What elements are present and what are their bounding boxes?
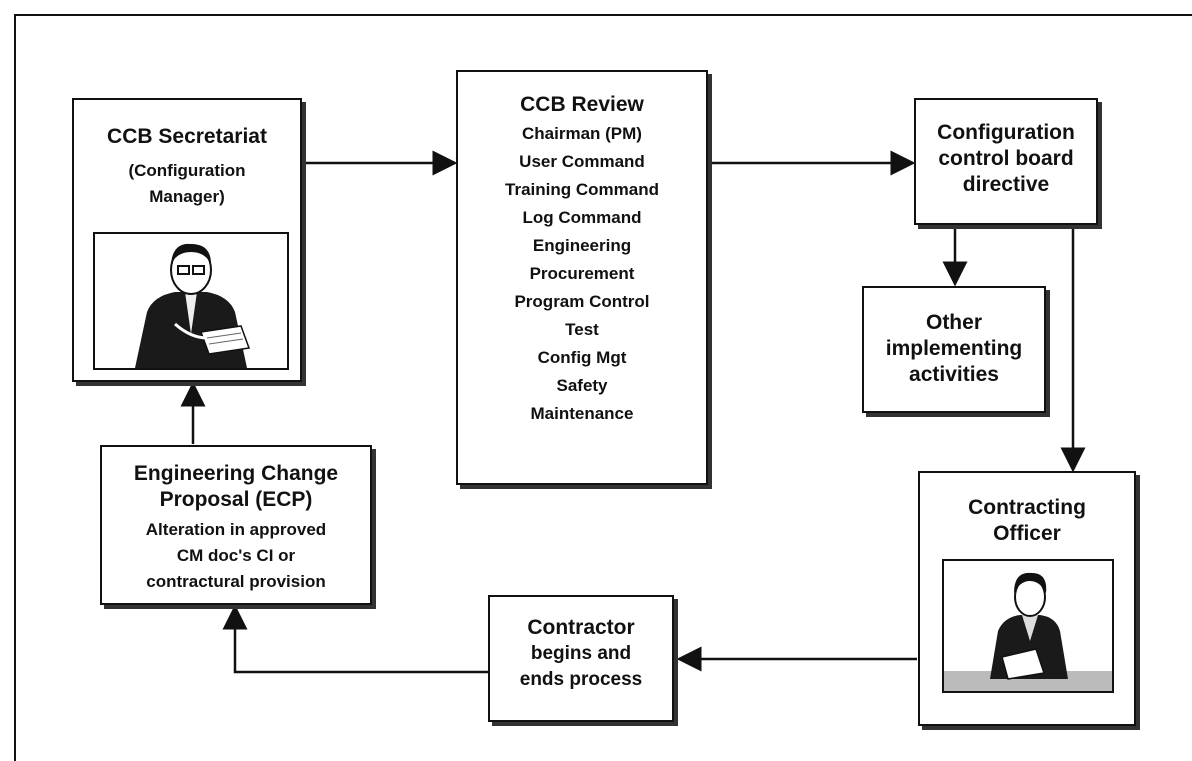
- ecp-line4: CM doc's CI or: [176, 546, 296, 565]
- ecp-line1: Engineering Change: [133, 462, 339, 485]
- list-item: Procurement: [529, 264, 635, 283]
- list-item: Program Control: [514, 292, 650, 311]
- ccb-secretariat-title: CCB Secretariat: [107, 125, 267, 148]
- ecp-box: Engineering Change Proposal (ECP) Altera…: [100, 445, 372, 605]
- ccb-directive-line2: control board: [938, 147, 1074, 170]
- officer-woman-icon: [944, 572, 1112, 691]
- ecp-line3: Alteration in approved: [145, 520, 327, 539]
- ccb-directive-line3: directive: [962, 173, 1050, 196]
- ccb-secretariat-sub1: (Configuration: [128, 161, 246, 180]
- list-item: Test: [565, 320, 599, 339]
- officer-illustration: [942, 559, 1114, 693]
- contractor-line2: begins and: [530, 643, 632, 664]
- ccb-review-members: Chairman (PM) User Command Training Comm…: [458, 120, 706, 428]
- ccb-secretariat-box: CCB Secretariat (Configuration Manager): [72, 98, 302, 382]
- contractor-line3: ends process: [519, 669, 643, 690]
- list-item: Engineering: [532, 236, 632, 255]
- list-item: Config Mgt: [537, 348, 627, 367]
- contracting-officer-line1: Contracting: [968, 496, 1086, 519]
- contracting-officer-line2: Officer: [993, 522, 1061, 545]
- ccb-review-title: CCB Review: [520, 93, 644, 116]
- contracting-officer-box: Contracting Officer: [918, 471, 1136, 726]
- ecp-line5: contractural provision: [146, 572, 326, 591]
- list-item: Safety: [556, 376, 608, 395]
- other-activities-line2: implementing: [885, 337, 1023, 360]
- other-activities-line3: activities: [909, 363, 999, 386]
- list-item: Log Command: [522, 208, 642, 227]
- other-activities-line1: Other: [925, 311, 982, 334]
- list-item: Training Command: [505, 180, 659, 199]
- manager-illustration: [93, 232, 289, 370]
- contractor-box: Contractor begins and ends process: [488, 595, 674, 722]
- other-activities-box: Other implementing activities: [862, 286, 1046, 413]
- ccb-directive-box: Configuration control board directive: [914, 98, 1098, 225]
- list-item: User Command: [519, 152, 645, 171]
- contractor-line1: Contractor: [527, 616, 635, 639]
- seated-man-icon: [135, 243, 251, 368]
- ccb-directive-line1: Configuration: [937, 121, 1075, 144]
- ecp-line2: Proposal (ECP): [159, 488, 313, 511]
- ccb-secretariat-sub2: Manager): [149, 187, 225, 206]
- list-item: Chairman (PM): [522, 124, 642, 143]
- list-item: Maintenance: [530, 404, 634, 423]
- arrow-contractor-to-ecp: [222, 604, 488, 674]
- ccb-review-box: CCB Review Chairman (PM) User Command Tr…: [456, 70, 708, 485]
- diagram-frame: [14, 14, 1192, 761]
